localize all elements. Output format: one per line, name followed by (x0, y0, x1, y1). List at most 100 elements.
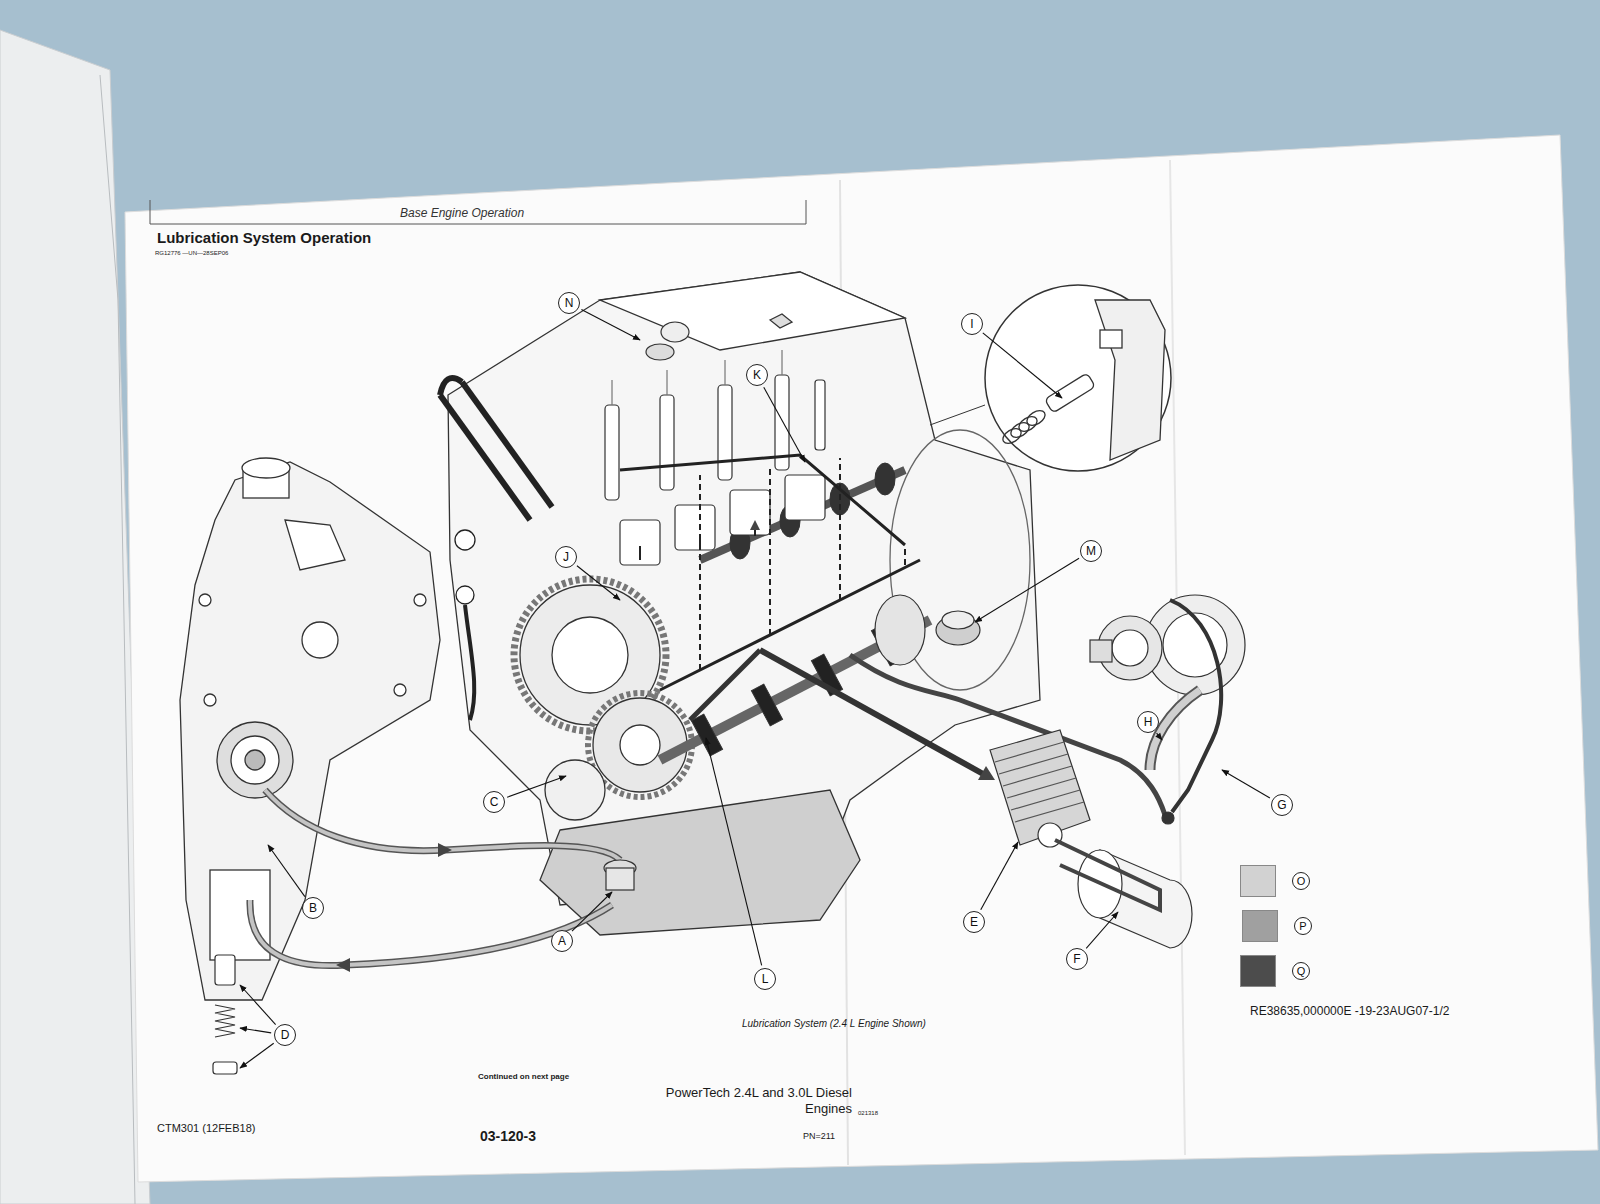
callout-letter: H (1137, 711, 1159, 733)
gear-train-part (620, 725, 660, 765)
leader-line (975, 558, 1079, 622)
turbocharger-part (1150, 690, 1200, 770)
page-label: PowerTech 2.4L and 3.0L Diesel Engines (640, 1085, 852, 1116)
legend-swatch (1240, 865, 1276, 897)
callout-text: G (1277, 799, 1286, 811)
legend-swatch (1240, 955, 1276, 987)
detail-inset-part (1095, 300, 1165, 460)
leader-line (507, 776, 566, 797)
pistons-injectors-part (815, 380, 825, 450)
front-cover (180, 458, 440, 1000)
front-cover-part (217, 722, 293, 798)
leader-line (764, 387, 805, 462)
fill-caps-part (661, 322, 689, 342)
detail-inset (930, 285, 1171, 471)
front-cover-part (302, 622, 338, 658)
callout-text: J (563, 551, 569, 563)
page-label: RG12776 —UN—28SEP06 (155, 250, 228, 257)
callout-text: H (1144, 716, 1153, 728)
callout-letter: F (1066, 948, 1088, 970)
relief-valve-parts-part (213, 1062, 237, 1074)
callout-letter: D (274, 1024, 296, 1046)
turbocharger-part (1162, 812, 1174, 824)
callout-text: F (1073, 953, 1080, 965)
pistons-injectors-part (612, 350, 782, 405)
leader-line (706, 738, 762, 965)
pistons-injectors-part (675, 505, 715, 550)
page-label: Continued on next page (478, 1072, 569, 1082)
leader-line (572, 892, 612, 931)
oil-lines-part (265, 790, 620, 860)
callout-text: A (558, 935, 566, 947)
front-cover-part (242, 458, 290, 478)
page-label: 021318 (858, 1110, 878, 1117)
pistons-injectors-part (730, 490, 770, 535)
callout-letter: C (483, 791, 505, 813)
leader-line (1086, 912, 1118, 948)
crankshaft-part (875, 595, 925, 665)
oil-pickup (604, 860, 636, 890)
oil-pickup-part (606, 868, 634, 890)
relief-valve-parts-part (215, 955, 235, 985)
callout-letter: N (558, 292, 580, 314)
front-cover-part (199, 594, 211, 606)
oil-cooler (990, 730, 1090, 847)
pistons-injectors (605, 350, 825, 565)
camshaft-part (875, 463, 895, 495)
leader-line (240, 1028, 271, 1033)
oil-galleries-part (640, 522, 755, 560)
leader-line (981, 842, 1018, 910)
callout-text: I (970, 318, 973, 330)
turbocharger-part (1112, 630, 1148, 666)
detail-inset-part (1045, 373, 1096, 413)
oil-galleries-part (700, 458, 905, 670)
crankshaft-part (751, 684, 782, 726)
legend-letter: O (1292, 872, 1310, 890)
pistons-injectors-part (660, 395, 674, 490)
figure-caption: Lubrication System (2.4 L Engine Shown) (742, 1018, 926, 1030)
callout-text: K (753, 369, 761, 381)
front-cover-part (210, 870, 270, 960)
relief-valve-parts-part (215, 1005, 235, 1037)
callout-text: L (762, 973, 769, 985)
camshaft-part (700, 470, 905, 560)
fill-caps-part (942, 611, 974, 629)
callout-text: E (970, 916, 978, 928)
front-cover-part (394, 684, 406, 696)
leader-line (983, 333, 1062, 398)
callout-letter: L (754, 968, 776, 990)
front-cover-part (180, 462, 440, 1000)
front-cover-part (285, 520, 345, 570)
callout-letter: K (746, 364, 768, 386)
callout-text: C (490, 796, 499, 808)
callout-letter: A (551, 930, 573, 952)
callout-letter: I (961, 313, 983, 335)
front-cover-part (231, 736, 279, 784)
background-part (0, 30, 150, 1204)
drive-belt-part (455, 530, 475, 550)
gear-train (514, 579, 692, 820)
leader-line (577, 566, 620, 600)
callout-letter: E (963, 911, 985, 933)
page-label: RE38635,000000E -19-23AUG07-1/2 (1250, 1004, 1449, 1018)
oil-cooler-part (995, 742, 1084, 822)
gear-train-part (593, 698, 687, 792)
turbocharger (1090, 595, 1245, 824)
leader-line (1222, 770, 1270, 798)
detail-inset-part (930, 405, 985, 425)
legend-swatch (1242, 910, 1278, 942)
callout-text: M (1086, 545, 1096, 557)
turbocharger-part (1170, 600, 1221, 812)
leader-line (581, 309, 640, 340)
turbocharger-part (1090, 640, 1112, 662)
front-cover-part (204, 694, 216, 706)
drive-belt-part (462, 382, 552, 507)
callout-letter: M (1080, 540, 1102, 562)
page-label: Base Engine Operation (400, 206, 524, 220)
engine-block (448, 272, 1040, 935)
detail-inset-part (1100, 330, 1122, 348)
detail-inset-part (1000, 426, 1023, 447)
